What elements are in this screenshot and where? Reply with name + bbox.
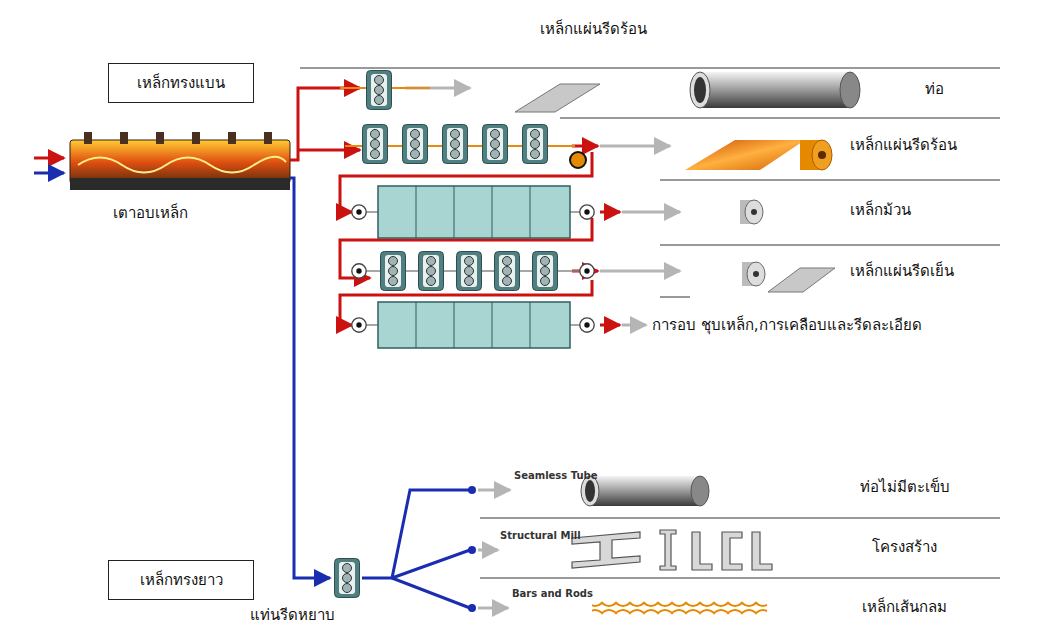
category-box: เหล็กทรงยาว xyxy=(108,560,254,600)
product-label: เหล็กแผ่นรีดเย็น xyxy=(850,262,954,280)
furnace-illustration xyxy=(70,132,290,190)
pipe xyxy=(690,72,860,108)
coiler xyxy=(570,152,586,168)
equipment-label: แท่นรีดหยาบ xyxy=(250,606,335,624)
hot-coil xyxy=(800,140,832,170)
header-label: เหล็กแผ่นรีดร้อน xyxy=(540,20,647,38)
input-arrow xyxy=(34,157,64,160)
coil-icon xyxy=(740,200,763,224)
product-label: การอบ ชุบเหล็ก,การเคลือบและรีดละเอียด xyxy=(652,316,922,334)
product-label: เหล็กเส้นกลม xyxy=(862,598,947,616)
product-label: เหล็กแผ่นรีดร้อน xyxy=(850,136,957,154)
product-label: เหล็กม้วน xyxy=(850,201,911,219)
steel-plate xyxy=(515,84,600,112)
mill-label: Structural Mill xyxy=(500,530,581,542)
bar-coils xyxy=(592,589,767,627)
flat-steel-flow xyxy=(290,88,620,325)
mill-label: Seamless Tube xyxy=(514,470,598,482)
equipment-label: เตาอบเหล็ก xyxy=(113,204,188,222)
category-box: เหล็กทรงแบน xyxy=(108,63,254,103)
product-label: ท่อไม่มีตะเข็บ xyxy=(860,478,950,496)
processing-line xyxy=(352,186,594,238)
input-arrow xyxy=(34,172,64,175)
rolling-stand xyxy=(363,125,548,164)
box-text: เหล็กทรงแบน xyxy=(137,71,225,95)
product-label: โครงสร้าง xyxy=(872,538,937,556)
finishing-line xyxy=(352,302,594,348)
box-text: เหล็กทรงยาว xyxy=(140,568,223,592)
structural-sections xyxy=(572,530,772,570)
row-divider xyxy=(300,68,1000,578)
hot-plate xyxy=(685,140,805,170)
roughing-stand xyxy=(335,559,360,598)
seamless-tube xyxy=(581,476,709,506)
product-label: ท่อ xyxy=(925,80,944,98)
mill-label: Bars and Rods xyxy=(512,588,593,600)
cold-coil-and-sheet xyxy=(742,262,835,292)
cold-rolling-mill xyxy=(352,252,594,291)
long-steel-flow xyxy=(290,178,470,608)
rolling-stand xyxy=(367,71,392,110)
